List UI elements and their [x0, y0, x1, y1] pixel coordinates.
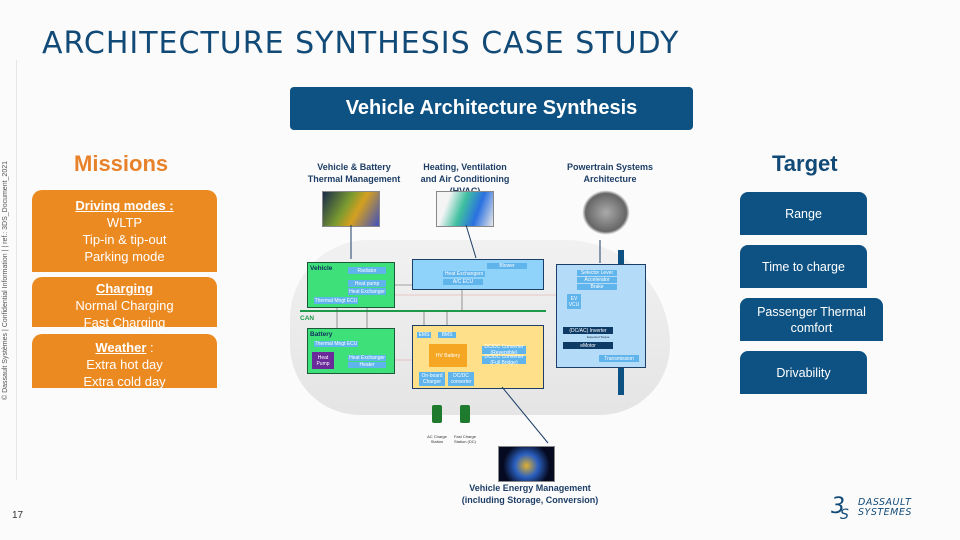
- mission-line: Tip-in & tip-out: [82, 232, 167, 247]
- energy-pointer: [501, 386, 549, 444]
- vehicle-block-label: Vehicle: [310, 265, 333, 272]
- battery-thermal-block: Battery Thermal Mngt ECU Heat Pump Heat …: [307, 328, 395, 374]
- missions-heading: Missions: [74, 151, 169, 176]
- target-time-to-charge: Time to charge: [740, 245, 867, 288]
- fast-station-label: Fast Charge Station (DC): [453, 434, 476, 444]
- mission-charging: Charging Normal Charging Fast Charging: [32, 277, 217, 330]
- caption-energy: Vehicle Energy Management (including Sto…: [460, 482, 600, 506]
- logo-line2: SYSTEMES: [858, 507, 912, 518]
- transmission-block: Transmission: [599, 355, 639, 362]
- svg-text:S: S: [840, 507, 849, 521]
- inverter-block: (DC/AC) Inverter: [563, 327, 613, 334]
- mission-weather: Weather : Extra hot day Extra cold day: [32, 334, 217, 389]
- caption-powertrain: Powertrain Systems Architecture: [566, 162, 654, 184]
- svg-text:3: 3: [831, 494, 845, 519]
- emotor-block: eMotor: [563, 342, 613, 349]
- ac-station-label: AC Charge Station: [427, 434, 447, 444]
- mission-line: Normal Charging: [75, 298, 174, 313]
- mission-driving-modes: Driving modes : WLTP Tip-in & tip-out Pa…: [32, 190, 217, 272]
- dcdc-reversible-block: DC/DC Converter (Reversible): [482, 344, 526, 356]
- mission-line: Fast Charging: [83, 315, 166, 330]
- vehicle-block: Vehicle Radiator Heat pump Heat Exchange…: [307, 262, 395, 308]
- heat-exchanger-block: Heat Exchanger: [348, 288, 386, 295]
- powertrain-block: Selector Lever Accelerator Brake EV VCU …: [556, 264, 646, 368]
- caption-thermal: Vehicle & Battery Thermal Management: [307, 162, 401, 184]
- selector-lever-block: Selector Lever: [577, 270, 617, 276]
- blower-block: Blower: [487, 263, 527, 269]
- mission-line: Parking mode: [84, 249, 165, 264]
- side-divider: [16, 60, 17, 480]
- target-range: Range: [740, 192, 867, 235]
- thermal-image: [322, 191, 380, 227]
- ac-ecu-block: A/C ECU: [443, 279, 483, 285]
- battery-ecu-block: Thermal Mngt ECU: [314, 341, 358, 347]
- hvac-heat-exchangers-block: Heat Exchangers: [443, 271, 485, 277]
- fast-charge-station-icon: [460, 405, 470, 423]
- 3ds-logo-icon: 3 S: [831, 494, 849, 521]
- can-label: CAN: [300, 315, 315, 322]
- heat-pump-block: Heat pump: [348, 280, 386, 287]
- page-number: 17: [12, 510, 24, 521]
- mission-title: Charging: [95, 281, 154, 296]
- accelerator-block: Accelerator: [577, 277, 617, 283]
- battery-heat-exchanger-block: Heat Exchanger: [348, 355, 386, 361]
- energy-block: EMS BMS HV Battery DC/DC Converter (Reve…: [412, 325, 544, 389]
- slide-title: ARCHITECTURE SYNTHESIS CASE STUDY: [42, 26, 680, 61]
- hvac-block: Blower Heat Exchangers A/C ECU: [412, 259, 544, 290]
- mission-line: WLTP: [106, 215, 143, 230]
- ac-charge-station-icon: [432, 405, 442, 423]
- heat-pump-purple-block: Heat Pump: [312, 352, 334, 369]
- confidential-note: © Dassault Systèmes | Confidential Infor…: [2, 160, 9, 400]
- ems-block: EMS: [417, 332, 431, 338]
- thermal-ecu-block: Thermal Mngt ECU: [314, 297, 358, 304]
- brake-block: Brake: [577, 284, 617, 290]
- hvac-image: [436, 191, 494, 227]
- caption-energy-line1: Vehicle Energy Management: [469, 483, 591, 493]
- banner-title: Vehicle Architecture Synthesis: [290, 87, 693, 130]
- target-thermal-comfort: Passenger Thermal comfort: [740, 298, 883, 341]
- mission-line: Extra hot day: [86, 357, 163, 372]
- expected-torque-label: Expected Torque: [587, 335, 610, 339]
- bms-block: BMS: [438, 332, 456, 338]
- ev-vcu-block: EV VCU: [567, 294, 581, 309]
- dassault-logo: 3 S DASSAULT SYSTEMES: [830, 491, 940, 521]
- hv-battery-block: HV Battery: [429, 344, 467, 367]
- mission-line: Extra cold day: [83, 374, 166, 389]
- target-heading: Target: [772, 151, 838, 176]
- target-drivability: Drivability: [740, 351, 867, 394]
- dcdc-converter-block: DC/DC converter: [448, 372, 474, 386]
- energy-image: [498, 446, 555, 482]
- onboard-charger-block: On-board Charger: [419, 372, 445, 386]
- powertrain-image: [582, 190, 630, 235]
- heater-block: Heater: [348, 362, 386, 368]
- battery-block-label: Battery: [310, 331, 333, 338]
- dcdc-fullbridge-block: DC/DC Converter (Full Bridge): [482, 354, 526, 366]
- mission-title: Weather: [95, 340, 147, 355]
- mission-title: Driving modes :: [75, 198, 174, 213]
- logo-line1: DASSAULT: [858, 497, 912, 508]
- radiator-block: Radiator: [348, 267, 386, 274]
- mission-title-suffix: :: [146, 340, 154, 355]
- caption-energy-line2: (including Storage, Conversion): [461, 495, 599, 505]
